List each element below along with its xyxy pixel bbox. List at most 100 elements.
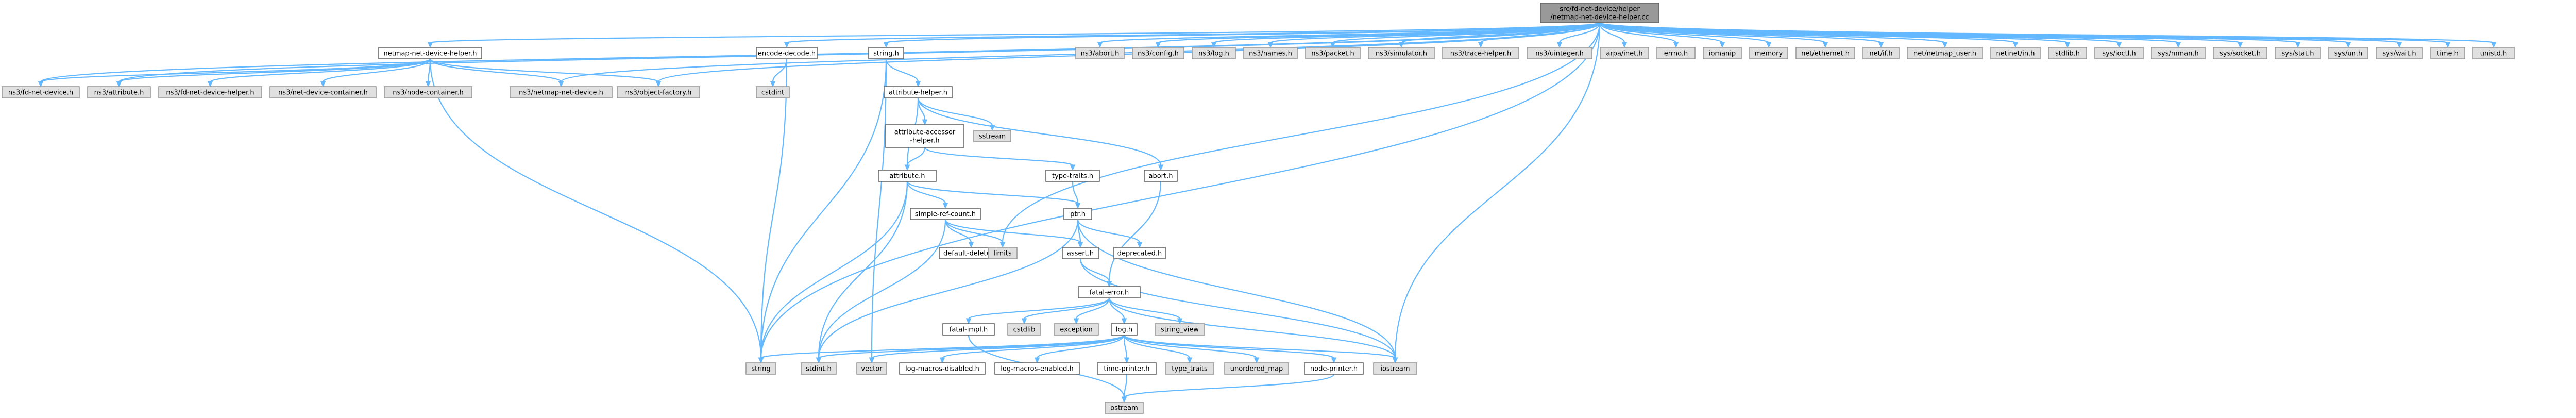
edge-root-to-ns3-simulator-h: [1398, 22, 1601, 48]
node-box: [884, 86, 953, 98]
node-label: ns3/packet.h: [1311, 50, 1354, 58]
node-box: [158, 86, 262, 98]
node-label: attribute.h: [889, 173, 925, 180]
node-string-h[interactable]: string.h: [868, 47, 904, 59]
node-abort-h[interactable]: abort.h: [1144, 170, 1178, 182]
node-label: type_traits: [1172, 365, 1208, 373]
edge-log-h-to-type-traits: [1123, 335, 1193, 364]
node-log-h[interactable]: log.h: [1111, 323, 1138, 336]
node-box: [1540, 3, 1659, 23]
node-box: [1304, 362, 1364, 375]
edge-root-to-string: [758, 22, 1601, 364]
node-netinet-in-h: netinet/in.h: [1990, 47, 2041, 59]
node-label: log.h: [1116, 326, 1132, 334]
node-label: type-traits.h: [1052, 173, 1093, 180]
node-label: ns3/fd-net-device.h: [8, 89, 73, 97]
node-label: ns3/node-container.h: [393, 89, 464, 97]
node-box: [1373, 362, 1417, 375]
node-box: [1862, 47, 1900, 59]
edge-root-to-ns3-packet-h: [1330, 22, 1601, 48]
edge-string-h-to-vector: [869, 58, 887, 364]
edge-attribute-helper-h-to-abort-h: [917, 97, 1164, 171]
node-attribute-helper-h[interactable]: attribute-helper.h: [884, 86, 953, 98]
node-box: [1097, 362, 1157, 375]
node-box: [1165, 362, 1214, 375]
node-attribute-accessor-helper-h[interactable]: attribute-accessor-helper.h: [885, 124, 964, 148]
node-attribute-h[interactable]: attribute.h: [878, 170, 937, 182]
node-fatal-impl-h[interactable]: fatal-impl.h: [942, 323, 995, 336]
node-ptr-h[interactable]: ptr.h: [1063, 208, 1092, 220]
node-ns3-attribute-h: ns3/attribute.h: [87, 86, 151, 98]
node-box: [1749, 47, 1788, 59]
edge-root-to-netmap-helper-h: [427, 22, 1601, 48]
node-ns3-log-h: ns3/log.h: [1192, 47, 1236, 59]
edge-log-h-to-iostream: [1123, 334, 1398, 364]
node-node-printer-h[interactable]: node-printer.h: [1304, 362, 1364, 375]
node-box: [1062, 247, 1099, 259]
node-box: [1795, 47, 1855, 59]
node-encode-decode-h[interactable]: encode-decode.h: [756, 47, 818, 59]
node-label: ns3/fd-net-device-helper.h: [166, 89, 254, 97]
node-label: cstdlib: [1013, 326, 1036, 334]
edge-netmap-helper-h-to-ns3-net-device-container-h: [320, 58, 431, 88]
node-net-ethernet-h: net/ethernet.h: [1795, 47, 1855, 59]
node-box: [2048, 47, 2087, 59]
node-cstdint: cstdint: [756, 86, 790, 98]
node-ns3-trace-helper-h: ns3/trace-helper.h: [1442, 47, 1519, 59]
node-type-traits-h[interactable]: type-traits.h: [1045, 170, 1100, 182]
node-label: src/fd-net-device/helper: [1560, 6, 1640, 13]
node-box: [269, 86, 377, 98]
edge-log-h-to-time-printer-h: [1123, 335, 1130, 364]
node-assert-h[interactable]: assert.h: [1062, 247, 1099, 259]
node-ns3-names-h: ns3/names.h: [1243, 47, 1298, 59]
node-label: simple-ref-count.h: [915, 211, 976, 219]
node-iostream: iostream: [1373, 362, 1417, 375]
node-log-macros-disabled-h[interactable]: log-macros-disabled.h: [899, 362, 986, 375]
node-deprecated-h[interactable]: deprecated.h: [1113, 247, 1166, 259]
node-label: ns3/names.h: [1249, 50, 1292, 58]
node-box: [378, 47, 482, 59]
node-label: unistd.h: [2480, 50, 2507, 58]
node-root[interactable]: src/fd-net-device/helper/netmap-net-devi…: [1540, 3, 1659, 23]
node-log-macros-enabled-h[interactable]: log-macros-enabled.h: [994, 362, 1080, 375]
edge-ptr-h-to-stdint-h: [816, 219, 1079, 364]
node-box: [878, 170, 937, 182]
node-box: [745, 362, 776, 375]
node-netmap-helper-h[interactable]: netmap-net-device-helper.h: [378, 47, 482, 59]
node-sys-ioctl-h: sys/ioctl.h: [2094, 47, 2144, 59]
node-label: ns3/abort.h: [1081, 50, 1120, 58]
edge-root-to-ns3-uinteger-h: [1556, 22, 1601, 48]
node-box: [973, 130, 1011, 142]
node-label: netinet/in.h: [1996, 50, 2035, 58]
node-ns3-config-h: ns3/config.h: [1132, 47, 1184, 59]
node-label: ns3/uinteger.h: [1535, 50, 1584, 58]
node-box: [1243, 47, 1298, 59]
node-default-deleter-h[interactable]: default-deleter.h: [939, 247, 1004, 259]
node-label: ns3/simulator.h: [1376, 50, 1427, 58]
edge-log-h-to-unordered-map: [1123, 335, 1260, 364]
node-box: [801, 362, 837, 375]
node-time-printer-h[interactable]: time-printer.h: [1097, 362, 1157, 375]
edge-ptr-h-to-deprecated-h: [1077, 219, 1143, 248]
node-ns3-uinteger-h: ns3/uinteger.h: [1527, 47, 1592, 59]
node-box: [1105, 402, 1144, 414]
edge-netmap-helper-h-to-ns3-netmap-net-device-h: [429, 58, 564, 88]
node-box: [2, 86, 80, 98]
edge-log-h-to-node-printer-h: [1123, 335, 1337, 364]
node-stdint-h: stdint.h: [801, 362, 837, 375]
node-fatal-error-h[interactable]: fatal-error.h: [1078, 286, 1141, 298]
edge-simple-ref-count-h-to-default-deleter-h: [944, 219, 974, 248]
node-label: netmap-net-device-helper.h: [384, 50, 477, 58]
edge-attribute-h-to-simple-ref-count-h: [906, 181, 948, 209]
node-sys-socket-h: sys/socket.h: [2213, 47, 2267, 59]
edge-root-to-arpa-inet-h: [1599, 22, 1628, 48]
node-box: [994, 362, 1080, 375]
node-label: /netmap-net-device-helper.cc: [1550, 14, 1649, 22]
node-label: sys/socket.h: [2219, 50, 2261, 58]
edge-attribute-h-to-string: [758, 181, 908, 364]
node-label: ns3/log.h: [1198, 50, 1229, 58]
edge-netmap-helper-h-to-ns3-fd-net-device-helper-h: [207, 58, 431, 88]
node-box: [1224, 362, 1289, 375]
node-box: [899, 362, 986, 375]
node-simple-ref-count-h[interactable]: simple-ref-count.h: [910, 208, 981, 220]
